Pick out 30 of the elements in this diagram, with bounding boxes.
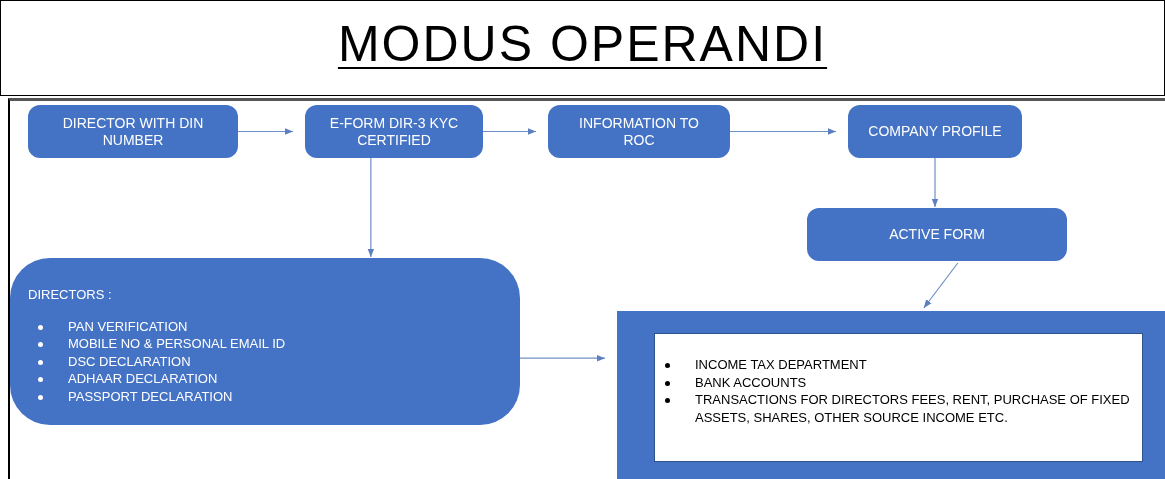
node-label: COMPANY PROFILE (868, 123, 1002, 140)
bullet-item: PAN VERIFICATION (28, 317, 500, 336)
bullet-item: PASSPORT DECLARATION (28, 387, 500, 406)
process-box (848, 105, 1022, 158)
panel-box (617, 311, 1165, 479)
arrow (482, 128, 537, 135)
process-box (305, 105, 483, 158)
arrow (237, 128, 294, 135)
process-box (10, 258, 520, 425)
bullet-item: INCOME TAX DEPARTMENT (655, 356, 1132, 374)
node-label: E-FORM DIR-3 KYC CERTIFIED (328, 114, 460, 149)
arrow (923, 262, 959, 309)
process-box (28, 105, 238, 158)
process-box (548, 105, 730, 158)
bullet-item: TRANSACTIONS FOR DIRECTORS FEES, RENT, PURCHASE OF FIXED ASSETS, SHARES, OTHER SOURCE INCOME ETC. (655, 391, 1132, 427)
process-box (807, 208, 1067, 261)
bullet-item: ADHAAR DECLARATION (28, 370, 500, 388)
node-label: DIRECTOR WITH DIN NUMBER (61, 114, 205, 149)
arrow (367, 157, 375, 258)
list-heading: DIRECTORS : (28, 286, 113, 304)
process-box (654, 333, 1143, 462)
node-label: ACTIVE FORM (889, 226, 985, 243)
bullet-item: MOBILE NO & PERSONAL EMAIL ID (28, 335, 500, 353)
node-label: INFORMATION TO ROC (578, 114, 700, 149)
arrow (931, 157, 939, 208)
arrow (729, 128, 837, 135)
bullet-item: BANK ACCOUNTS (655, 373, 1132, 392)
arrow (519, 354, 606, 362)
diagram-title: MODUS OPERANDI (336, 15, 829, 73)
bullet-item: DSC DECLARATION (28, 352, 500, 371)
